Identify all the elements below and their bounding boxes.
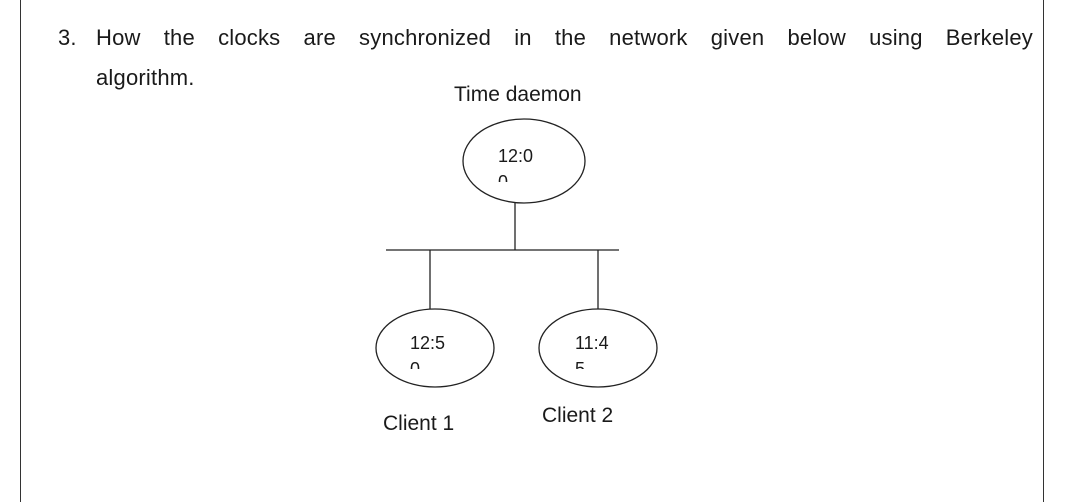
client2-time: 11:4 — [575, 333, 609, 353]
question-number: 3. — [58, 25, 77, 50]
left-border — [20, 0, 21, 502]
question-word: clocks — [218, 25, 281, 50]
question-line-1: 3. How the clocks are synchronized in th… — [58, 16, 1033, 60]
question-word: synchronized — [359, 25, 492, 50]
question-word: How — [96, 25, 141, 50]
question-word: in — [514, 25, 532, 50]
question-word: Berkeley — [945, 25, 1033, 50]
right-border — [1043, 0, 1044, 502]
question-word: the — [554, 25, 587, 50]
daemon-time: 12:0 — [498, 146, 533, 166]
daemon-label: Time daemon — [454, 83, 582, 106]
question-text-line-1: How the clocks are synchronized in the n… — [96, 16, 1033, 60]
daemon-node — [462, 118, 586, 204]
question-word: given — [710, 25, 765, 50]
client2-time-overflow: 5 — [575, 359, 585, 379]
question-line-2: algorithm. — [96, 65, 195, 90]
client2-label: Client 2 — [542, 404, 613, 427]
question-word: the — [163, 25, 195, 50]
question-block: 3. How the clocks are synchronized in th… — [58, 16, 1033, 100]
question-word: network — [609, 25, 688, 50]
question-word: using — [869, 25, 923, 50]
client2-node — [538, 308, 658, 388]
daemon-time-overflow: 0 — [498, 172, 508, 192]
question-word: are — [303, 25, 336, 50]
client1-label: Client 1 — [383, 412, 454, 435]
client1-node — [375, 308, 495, 388]
client1-time: 12:5 — [410, 333, 445, 353]
question-word: below — [787, 25, 846, 50]
client1-time-overflow: 0 — [410, 359, 420, 379]
